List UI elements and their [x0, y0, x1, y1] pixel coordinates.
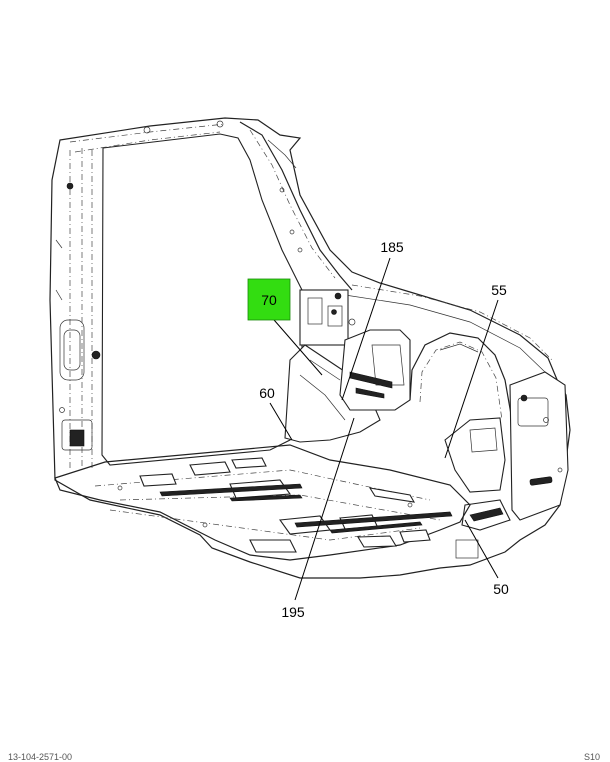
wheel-well-housing	[444, 417, 506, 493]
leader-60	[269, 402, 293, 441]
callout-70-highlight[interactable]	[247, 278, 291, 321]
callout-50-label[interactable]: 50	[493, 581, 509, 597]
rear-corner-panel	[284, 344, 381, 443]
drawing-number: 13-104-2571-00	[8, 752, 73, 762]
side-inner-panel	[339, 329, 411, 411]
leader-lines	[267, 257, 499, 601]
leader-195	[294, 417, 355, 601]
page-code: S10	[583, 752, 600, 762]
front-roof-edge	[351, 284, 553, 361]
cab-structure	[49, 117, 571, 579]
callout-60-label[interactable]: 60	[259, 385, 275, 401]
callout-195-label[interactable]: 195	[281, 604, 305, 620]
wheel-well-arch	[409, 332, 516, 491]
roof-rail	[69, 123, 226, 153]
callout-185-label[interactable]: 185	[380, 239, 404, 255]
front-end-panel	[509, 371, 569, 521]
floor-ribs	[117, 457, 453, 553]
leader-185	[341, 257, 391, 401]
callout-70-label[interactable]: 70	[261, 292, 277, 308]
b-pillar	[239, 121, 353, 291]
callout-55-label[interactable]: 55	[491, 282, 507, 298]
leader-70	[267, 312, 323, 376]
leader-50	[464, 519, 499, 579]
left-pillar-lines	[69, 148, 93, 472]
leader-55	[444, 299, 499, 459]
callout-70-group[interactable]: 70	[247, 278, 291, 321]
left-pillar-brackets	[55, 182, 101, 451]
